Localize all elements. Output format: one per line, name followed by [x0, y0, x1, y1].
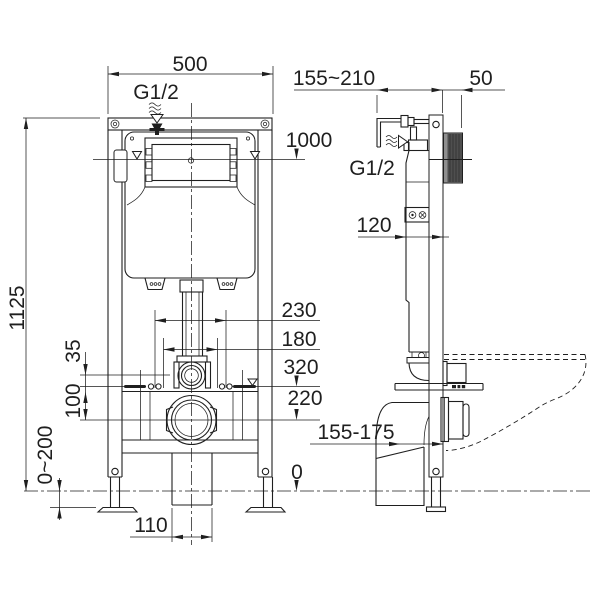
dim-frame-width: 500: [107, 53, 274, 114]
dim-supply-offset-side: 155~210 50: [293, 67, 505, 128]
dim-outlet-offset-side: 155-175: [310, 421, 443, 447]
waste-connector-stub: [440, 396, 470, 443]
flush-plate-block: [429, 132, 472, 184]
svg-text:G1/2: G1/2: [349, 157, 395, 180]
frame: [107, 117, 273, 478]
dim-outlet-height: 220: [287, 387, 323, 420]
dim-bar-offset: 35 100: [62, 339, 88, 420]
side-bracket: [113, 149, 128, 183]
water-supply-symbol-side: [385, 134, 409, 149]
flush-plate-window: [131, 137, 261, 188]
bowl-bracket-shelf: [394, 382, 484, 391]
dim-floor-level: 0: [291, 461, 303, 491]
alignment-mark-left: [131, 151, 143, 160]
fixing-bar: [122, 378, 258, 393]
dim-fixing-outer: 230: [154, 299, 320, 388]
alignment-mark-right: [249, 151, 261, 160]
tank-profile: [403, 126, 430, 382]
toilet-bowl-outline: [444, 354, 587, 451]
drain-duct: [171, 453, 213, 506]
svg-text:100: 100: [62, 383, 85, 418]
svg-text:G1/2: G1/2: [133, 81, 179, 104]
svg-text:35: 35: [62, 339, 85, 362]
dim-fixing-inner: 180: [163, 328, 320, 388]
dim-supply-front: G1/2: [133, 81, 179, 104]
svg-text:155-175: 155-175: [317, 421, 394, 444]
dim-supply-side: G1/2: [349, 157, 395, 180]
dim-frame-height: 1125: [6, 117, 100, 491]
dimensions: 500 G1/2 1125 1000 230 180 3: [6, 53, 505, 542]
svg-text:50: 50: [469, 67, 492, 90]
svg-text:320: 320: [283, 356, 318, 379]
svg-text:500: 500: [172, 53, 207, 76]
side-view: [375, 114, 587, 513]
reference-lines: [24, 103, 593, 545]
level-mark: [247, 378, 258, 387]
supply-elbow: [376, 114, 430, 148]
legs: [96, 467, 287, 513]
svg-text:1125: 1125: [6, 285, 29, 330]
svg-text:0: 0: [291, 461, 303, 484]
dim-frame-depth: 120: [356, 214, 449, 240]
dim-leg-adjust: 0~200: [34, 426, 96, 520]
cistern: [113, 131, 256, 291]
svg-text:180: 180: [281, 328, 316, 351]
svg-text:230: 230: [281, 299, 316, 322]
flush-pipe: [173, 279, 212, 390]
dim-drain-width: 110: [130, 508, 213, 542]
svg-text:155~210: 155~210: [293, 67, 375, 90]
svg-text:1000: 1000: [286, 129, 333, 152]
svg-text:220: 220: [287, 387, 322, 410]
svg-text:120: 120: [356, 214, 391, 237]
water-supply-symbol-front: [148, 102, 165, 135]
dim-inlet-height: 320: [283, 356, 319, 387]
frame-rail-side: [425, 114, 447, 513]
svg-text:110: 110: [134, 514, 167, 537]
svg-text:0~200: 0~200: [34, 426, 57, 485]
plate-center-mark: [187, 157, 195, 164]
flush-connector-stub: [442, 360, 467, 387]
front-view: [96, 102, 287, 513]
dim-plate-height: 1000: [286, 129, 333, 160]
service-box: [404, 206, 430, 223]
